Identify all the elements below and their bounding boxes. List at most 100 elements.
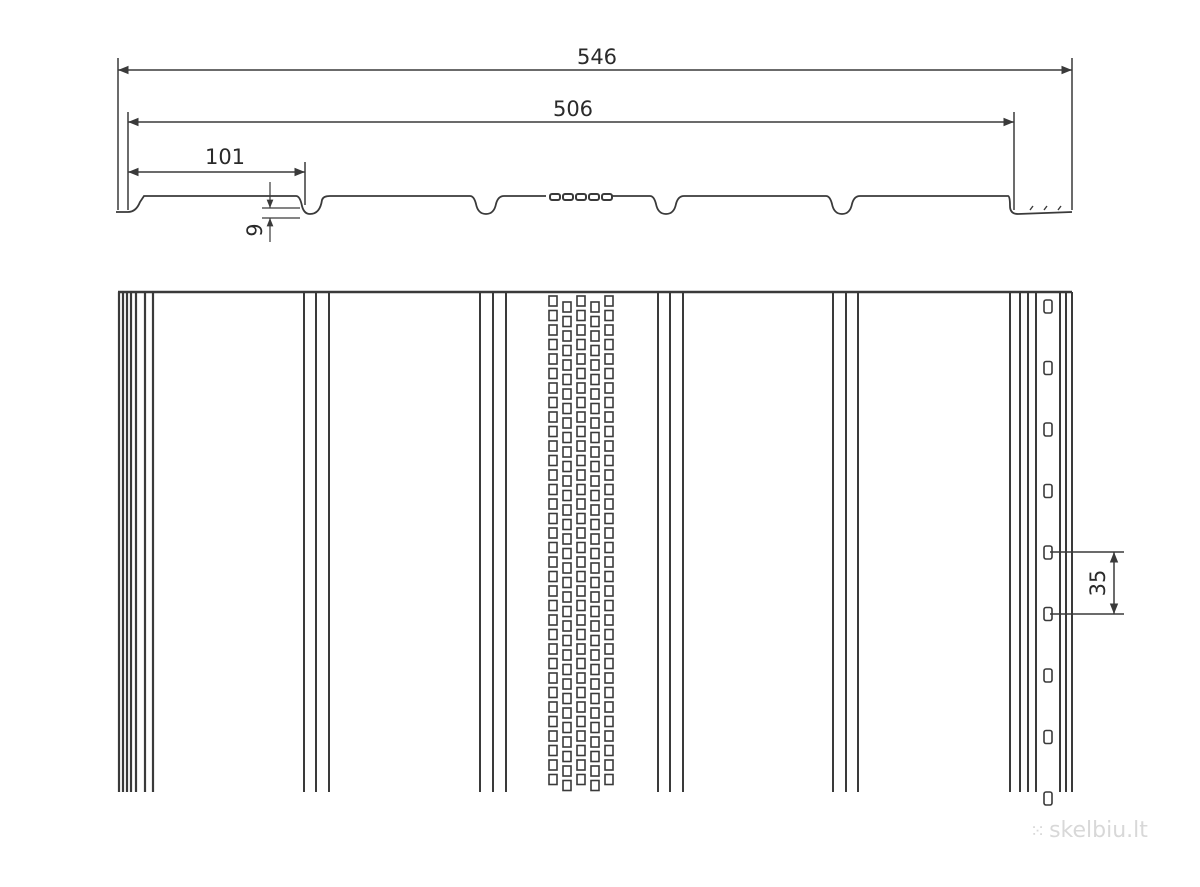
vent-hole <box>604 701 614 713</box>
vent-hole <box>548 353 558 365</box>
vent-hole <box>562 315 572 328</box>
rib-spacing-label: 101 <box>205 145 245 169</box>
vent-hole <box>576 614 586 626</box>
plan-view <box>117 290 1073 806</box>
vent-hole <box>604 425 614 438</box>
vent-hole <box>562 359 572 371</box>
vent-hole <box>590 765 600 777</box>
vent-hole <box>548 295 558 307</box>
vent-hole <box>604 744 614 757</box>
vent-hole <box>562 489 572 502</box>
vent-hole <box>576 657 586 670</box>
vent-hole <box>562 707 572 719</box>
vent-hole <box>548 367 558 380</box>
vent-hole <box>604 324 614 336</box>
vent-hole <box>604 382 614 394</box>
vent-hole <box>604 295 614 307</box>
vent-hole <box>548 469 558 481</box>
vent-hole <box>590 620 600 632</box>
vent-hole <box>562 576 572 589</box>
vent-hole <box>604 353 614 365</box>
vent-hole <box>576 324 586 336</box>
vent-hole <box>604 338 614 351</box>
profile-depth-label: 9 <box>243 223 267 236</box>
vent-hole <box>590 489 600 502</box>
vent-hole <box>548 628 558 641</box>
vent-hole <box>562 402 572 415</box>
vent-hole <box>562 547 572 560</box>
vent-hole <box>576 744 586 757</box>
vent-hole <box>590 446 600 458</box>
vent-hole <box>576 309 586 322</box>
ventilation-hole-field <box>548 295 614 792</box>
vent-hole <box>562 344 572 357</box>
vent-hole <box>590 649 600 661</box>
nail-slot <box>1043 299 1053 314</box>
vent-hole <box>576 715 586 728</box>
vent-hole-row <box>549 193 613 201</box>
vent-hole <box>590 388 600 400</box>
vent-hole <box>548 556 558 568</box>
vent-hole <box>604 498 614 510</box>
vent-hole <box>562 388 572 400</box>
vent-hole <box>590 533 600 545</box>
vent-hole <box>590 721 600 734</box>
vent-hole <box>562 301 572 313</box>
vent-hole <box>548 527 558 539</box>
vent-hole <box>562 779 572 792</box>
vent-hole <box>548 585 558 597</box>
watermark: ⁙skelbiu.lt <box>1030 818 1148 843</box>
dimension-rib-spacing: 101 <box>128 145 306 205</box>
vent-hole <box>604 396 614 409</box>
vent-hole <box>548 599 558 612</box>
vent-hole <box>604 541 614 554</box>
vent-hole <box>576 483 586 496</box>
vent-hole <box>562 736 572 748</box>
vent-hole <box>576 541 586 554</box>
rib-lines <box>117 292 1073 792</box>
vent-hole <box>576 512 586 525</box>
vent-hole <box>590 663 600 676</box>
vent-hole <box>590 344 600 357</box>
nail-slot <box>1043 729 1053 745</box>
vent-hole <box>576 585 586 597</box>
vent-hole <box>604 454 614 467</box>
vent-hole <box>548 425 558 438</box>
vent-hole <box>576 440 586 452</box>
vent-hole <box>562 446 572 458</box>
vent-hole <box>548 686 558 699</box>
vent-hole <box>548 324 558 336</box>
vent-hole <box>576 730 586 742</box>
vent-hole <box>590 417 600 429</box>
vent-hole <box>562 663 572 676</box>
vent-hole <box>548 759 558 771</box>
vent-hole <box>562 431 572 444</box>
vent-hole <box>604 715 614 728</box>
nail-slot <box>1043 791 1053 806</box>
vent-hole <box>604 570 614 583</box>
vent-hole <box>576 425 586 438</box>
vent-hole <box>562 330 572 342</box>
vent-hole <box>548 541 558 554</box>
vent-hole <box>576 672 586 684</box>
vent-hole <box>604 440 614 452</box>
vent-hole <box>562 460 572 473</box>
vent-hole <box>576 759 586 771</box>
vent-hole <box>604 686 614 699</box>
vent-hole <box>590 330 600 342</box>
vent-hole <box>590 692 600 705</box>
vent-hole <box>548 744 558 757</box>
vent-hole <box>604 759 614 771</box>
vent-hole <box>590 301 600 313</box>
dimension-profile-depth: 9 <box>243 182 300 242</box>
vent-hole <box>562 562 572 574</box>
vent-hole <box>548 454 558 467</box>
vent-hole <box>548 657 558 670</box>
vent-hole <box>604 512 614 525</box>
vent-hole <box>576 367 586 380</box>
vent-hole <box>590 678 600 690</box>
vent-hole <box>590 402 600 415</box>
vent-hole <box>604 643 614 655</box>
